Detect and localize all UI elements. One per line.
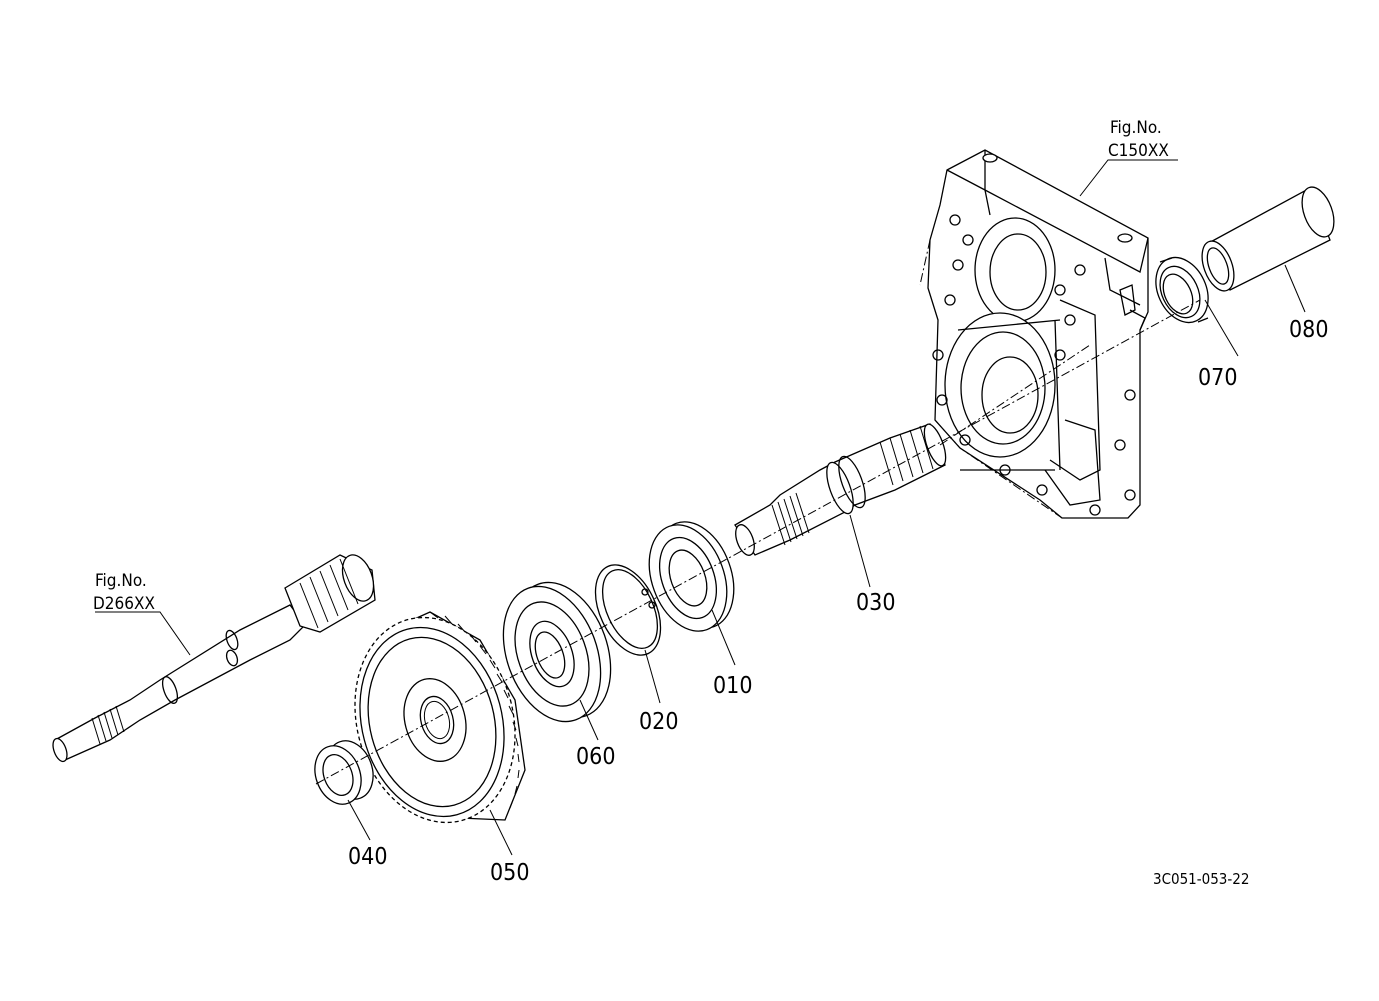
assembly-center-line xyxy=(315,299,1201,785)
part-020-snap-ring xyxy=(594,564,662,656)
part-label-060[interactable]: 060 xyxy=(576,744,616,770)
part-label-080[interactable]: 080 xyxy=(1289,317,1329,343)
fig-ref-shaft-line2[interactable]: D266XX xyxy=(93,594,155,614)
part-label-050[interactable]: 050 xyxy=(490,860,530,886)
part-040-collar xyxy=(314,740,374,805)
part-label-020[interactable]: 020 xyxy=(639,709,679,735)
fig-ref-housing-line2[interactable]: C150XX xyxy=(1108,141,1169,161)
gear-case-housing xyxy=(919,149,1149,519)
leader-lines xyxy=(95,159,1306,856)
part-label-010[interactable]: 010 xyxy=(713,673,753,699)
part-080-sleeve xyxy=(1201,186,1335,292)
part-050-gear xyxy=(354,611,526,824)
document-id: 3C051-053-22 xyxy=(1153,870,1249,888)
part-070-oil-seal xyxy=(1155,256,1209,324)
part-030-output-shaft xyxy=(734,423,947,556)
part-label-030[interactable]: 030 xyxy=(856,590,896,616)
part-060-ball-bearing xyxy=(502,581,612,723)
part-010-ball-bearing xyxy=(648,521,735,632)
part-label-070[interactable]: 070 xyxy=(1198,365,1238,391)
fig-ref-shaft-line1: Fig.No. xyxy=(95,571,147,591)
input-shaft xyxy=(52,554,376,763)
fig-ref-housing-line1: Fig.No. xyxy=(1110,118,1162,138)
part-label-040[interactable]: 040 xyxy=(348,844,388,870)
